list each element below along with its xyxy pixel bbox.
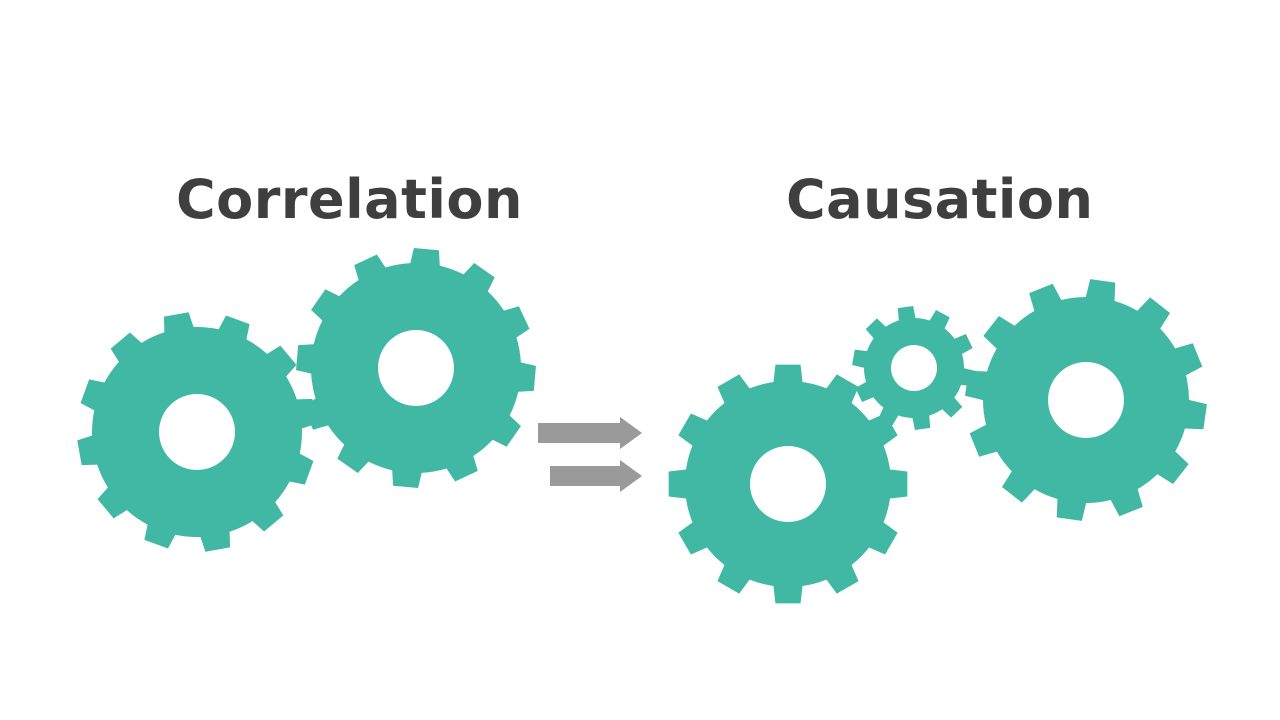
gear-icon (296, 248, 536, 488)
arrow-right-icon (550, 460, 642, 492)
gear-icon (77, 312, 317, 552)
gear-icon (965, 279, 1207, 521)
gear-icon (852, 306, 976, 430)
correlation-title: Correlation (176, 168, 523, 231)
gear-icon (668, 364, 908, 604)
causation-gear-group (668, 279, 1207, 604)
implies-arrows (538, 417, 642, 492)
correlation-gear-group (77, 248, 536, 552)
causation-title: Causation (786, 168, 1094, 231)
arrow-right-icon (538, 417, 642, 449)
